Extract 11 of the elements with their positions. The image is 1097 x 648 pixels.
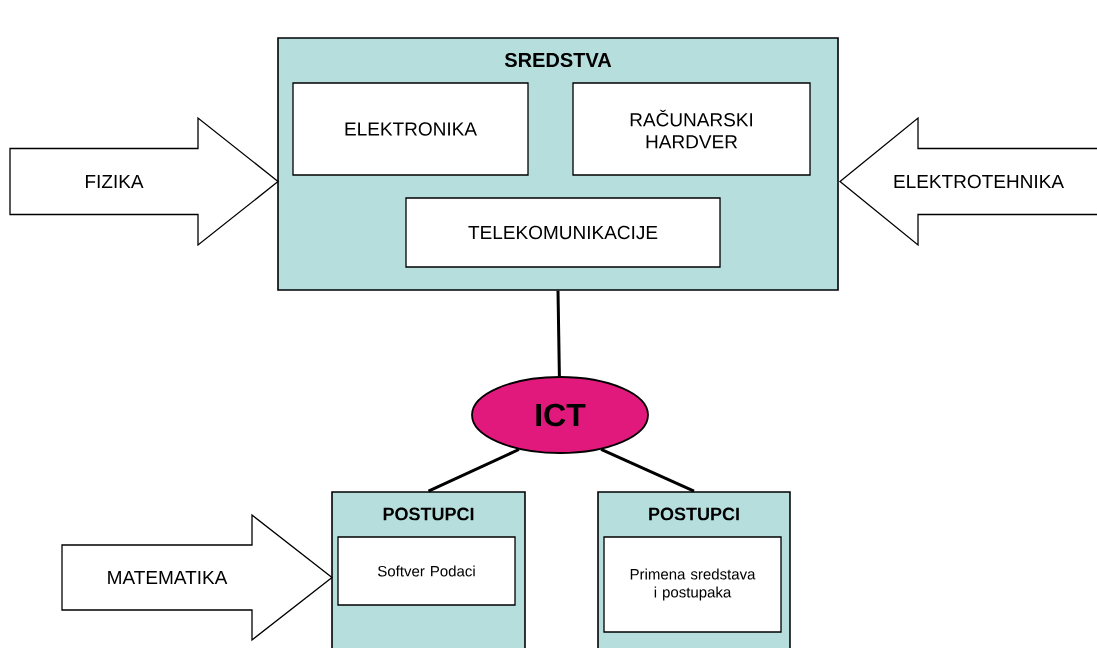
text-box: TELEKOMUNIKACIJE [405, 197, 721, 268]
text-box: Primena sredstava i postupaka [603, 536, 782, 633]
text-box: Softver Podaci [337, 536, 516, 606]
text-box: ELEKTRONIKA [292, 82, 529, 176]
panel-title: POSTUPCI [383, 507, 474, 521]
connector-line [600, 448, 695, 493]
panel-title: POSTUPCI [649, 507, 739, 521]
text-box: RAČUNARSKI HARDVER [572, 82, 811, 176]
connector-line [427, 448, 520, 493]
connector-line [556, 290, 561, 377]
panel-title: SREDSTVA [504, 52, 612, 68]
